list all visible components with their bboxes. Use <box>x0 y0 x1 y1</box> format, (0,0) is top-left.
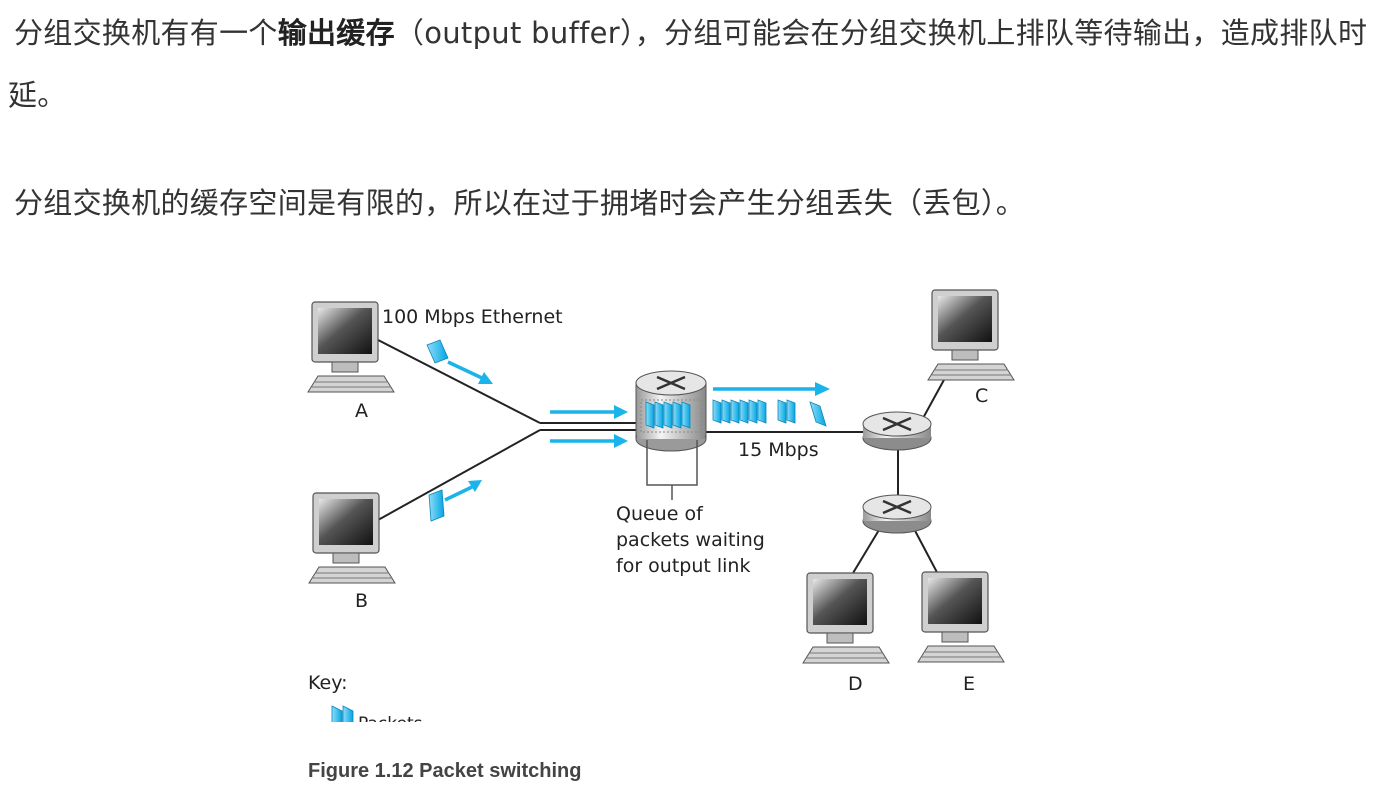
links <box>377 339 946 579</box>
computer-d-icon <box>802 572 890 664</box>
computer-e-icon <box>917 571 1005 663</box>
queue-bracket <box>646 440 698 500</box>
incoming-packets <box>331 339 449 722</box>
label-queue-2: packets waiting <box>616 529 765 551</box>
queued-packets <box>645 401 691 429</box>
outgoing-packets <box>712 399 827 427</box>
label-queue-1: Queue of <box>616 503 704 525</box>
router-right-icon <box>861 410 933 452</box>
label-100mbps: 100 Mbps Ethernet <box>382 306 563 328</box>
paragraph-output-buffer: 分组交换机有有一个输出缓存（output buffer），分组可能会在分组交换机… <box>8 2 1368 126</box>
packet-switching-figure: 100 Mbps Ethernet 15 Mbps Queue of packe… <box>307 289 1015 722</box>
figure-caption: Figure 1.12 Packet switching <box>308 760 582 782</box>
flow-arrows <box>444 360 830 502</box>
computer-c-icon <box>927 289 1015 381</box>
label-queue-3: for output link <box>616 555 750 577</box>
paragraph1-suffix: （output buffer），分组可能会在分组交换机上排队等待输出，造成排队时… <box>8 16 1368 112</box>
computer-b-icon <box>308 492 396 584</box>
label-15mbps: 15 Mbps <box>738 439 819 461</box>
label-host-e: E <box>963 673 975 695</box>
label-host-d: D <box>848 673 863 695</box>
paragraph1-bold: 输出缓存 <box>277 16 395 50</box>
label-key: Key: <box>308 672 347 694</box>
paragraph1-prefix: 分组交换机有有一个 <box>14 16 278 50</box>
label-host-a: A <box>355 400 368 422</box>
label-host-b: B <box>355 590 368 612</box>
paragraph-buffer-loss: 分组交换机的缓存空间是有限的，所以在过于拥堵时会产生分组丢失（丢包）。 <box>14 186 1026 220</box>
label-host-c: C <box>975 385 988 407</box>
router-lower-icon <box>861 493 933 535</box>
